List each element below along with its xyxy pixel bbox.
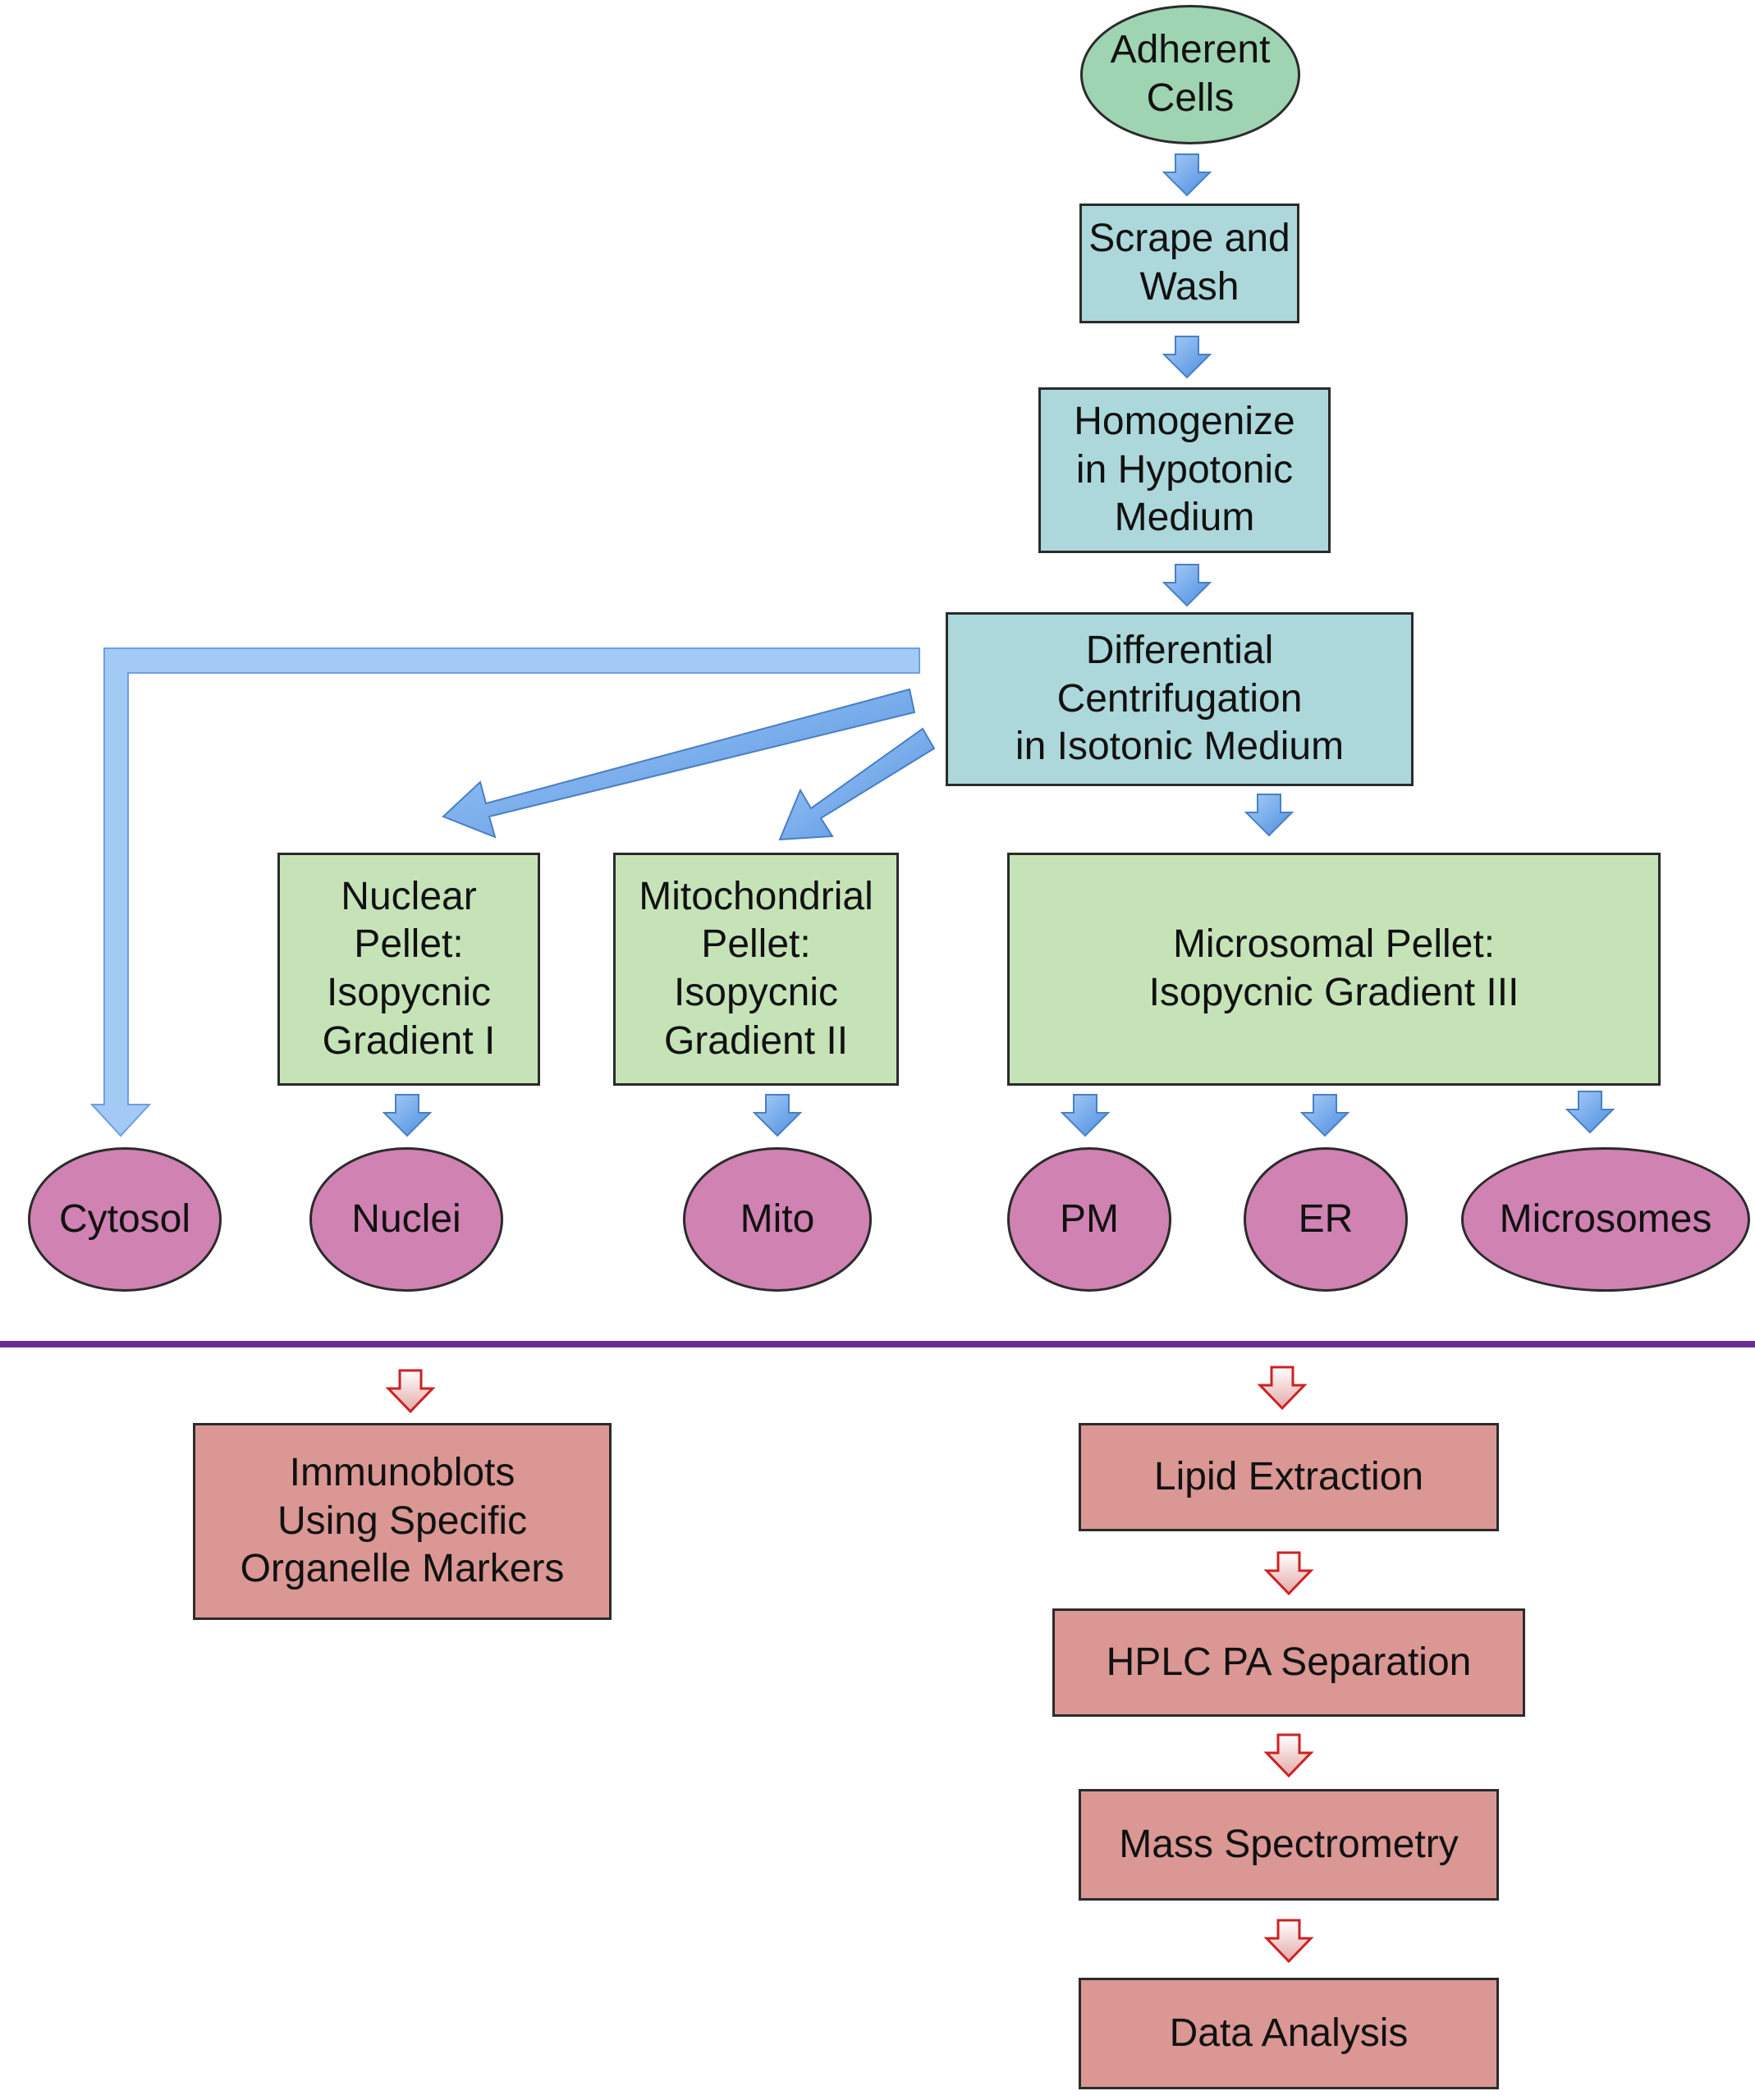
er-node: ER: [1244, 1147, 1408, 1292]
microsomal-pellet-label: Microsomal Pellet: Isopycnic Gradient II…: [1148, 922, 1519, 1014]
microsomes-label: Microsomes: [1499, 1196, 1712, 1241]
differential-centrifugation-box: Differential Centrifugation in Isotonic …: [946, 612, 1414, 786]
arrow-to-data-analysis: [1265, 1919, 1313, 1963]
arrow-homogenize-to-differential: [1163, 564, 1211, 606]
mass-spectrometry-label: Mass Spectrometry: [1119, 1822, 1459, 1866]
hplc-separation-label: HPLC PA Separation: [1106, 1640, 1472, 1684]
arrow-scrape-to-homogenize: [1163, 336, 1211, 378]
arrow-differential-to-cytosol: [89, 647, 920, 1137]
homogenize-label: Homogenize in Hypotonic Medium: [1074, 400, 1295, 540]
microsomes-node: Microsomes: [1461, 1147, 1750, 1292]
mass-spectrometry-box: Mass Spectrometry: [1079, 1789, 1499, 1901]
pm-label: PM: [1060, 1196, 1119, 1241]
arrow-mito-pellet-to-mito: [754, 1094, 801, 1137]
scrape-wash-label: Scrape and Wash: [1088, 217, 1290, 309]
arrow-differential-to-nuclear: [442, 688, 916, 839]
arrow-adherent-to-scrape: [1163, 153, 1211, 196]
mitochondrial-pellet-box: Mitochondrial Pellet: Isopycnic Gradient…: [613, 853, 899, 1086]
arrow-to-hplc: [1265, 1551, 1313, 1595]
nuclei-label: Nuclei: [351, 1196, 461, 1241]
lipid-extraction-label: Lipid Extraction: [1153, 1454, 1424, 1498]
differential-centrifugation-label: Differential Centrifugation in Isotonic …: [1015, 629, 1345, 769]
microsomal-pellet-box: Microsomal Pellet: Isopycnic Gradient II…: [1007, 853, 1661, 1086]
arrow-microsomal-to-pm: [1061, 1094, 1109, 1137]
arrow-to-lipid-extraction: [1258, 1366, 1306, 1410]
arrow-microsomal-to-microsomes: [1566, 1091, 1614, 1133]
homogenize-box: Homogenize in Hypotonic Medium: [1038, 387, 1331, 553]
mito-node: Mito: [683, 1147, 872, 1292]
lipid-extraction-box: Lipid Extraction: [1079, 1423, 1499, 1531]
immunoblots-box: Immunoblots Using Specific Organelle Mar…: [193, 1423, 612, 1620]
cytosol-label: Cytosol: [58, 1196, 191, 1241]
data-analysis-label: Data Analysis: [1169, 2011, 1409, 2055]
nuclear-pellet-box: Nuclear Pellet: Isopycnic Gradient I: [277, 853, 540, 1086]
arrow-to-immunoblots: [387, 1369, 434, 1413]
cytosol-node: Cytosol: [28, 1147, 222, 1292]
nuclei-node: Nuclei: [309, 1147, 503, 1292]
arrow-differential-to-microsomal: [1245, 794, 1293, 836]
er-label: ER: [1298, 1196, 1354, 1241]
arrow-differential-to-mitochondrial: [778, 727, 936, 841]
immunoblots-label: Immunoblots Using Specific Organelle Mar…: [240, 1451, 565, 1591]
scrape-wash-box: Scrape and Wash: [1079, 204, 1299, 323]
hplc-separation-box: HPLC PA Separation: [1052, 1608, 1525, 1717]
adherent-cells-label: Adherent Cells: [1110, 28, 1271, 120]
mito-label: Mito: [740, 1196, 815, 1241]
arrow-to-mass-spec: [1265, 1733, 1313, 1777]
mitochondrial-pellet-label: Mitochondrial Pellet: Isopycnic Gradient…: [639, 874, 873, 1063]
data-analysis-box: Data Analysis: [1079, 1978, 1499, 2089]
arrow-microsomal-to-er: [1301, 1094, 1349, 1137]
adherent-cells-node: Adherent Cells: [1080, 5, 1300, 144]
arrow-nuclear-to-nuclei: [383, 1094, 431, 1137]
nuclear-pellet-label: Nuclear Pellet: Isopycnic Gradient I: [322, 874, 496, 1063]
pm-node: PM: [1007, 1147, 1171, 1292]
